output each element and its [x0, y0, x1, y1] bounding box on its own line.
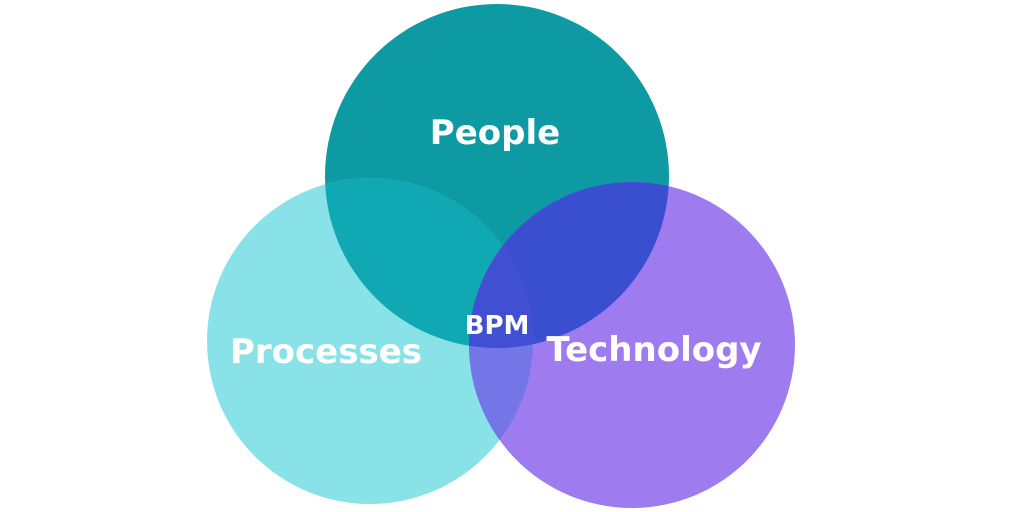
- bpm-label: BPM: [465, 311, 530, 341]
- processes-label: Processes: [230, 332, 422, 372]
- technology-label: Technology: [546, 330, 761, 370]
- people-label: People: [430, 113, 560, 153]
